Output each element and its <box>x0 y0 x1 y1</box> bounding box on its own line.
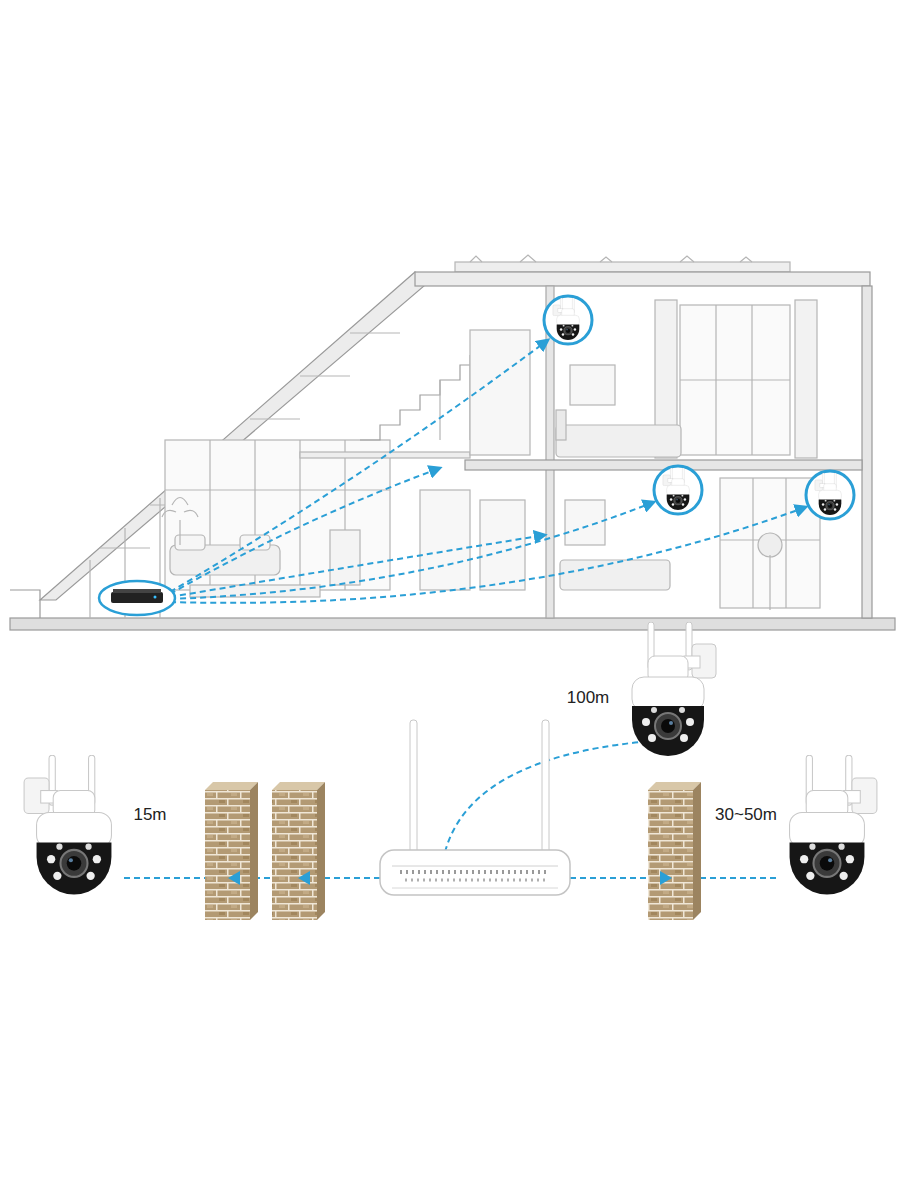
outdoor-cameras <box>24 622 877 895</box>
nvr-recorder <box>99 581 175 615</box>
indoor-cameras <box>544 296 854 519</box>
distance-label: 15m <box>133 805 166 825</box>
signal-lines <box>170 340 806 603</box>
building <box>10 255 895 630</box>
brick-walls <box>205 782 701 920</box>
distance-label: 100m <box>567 688 610 708</box>
wifi-router <box>380 720 570 895</box>
distance-label: 30~50m <box>715 805 777 825</box>
